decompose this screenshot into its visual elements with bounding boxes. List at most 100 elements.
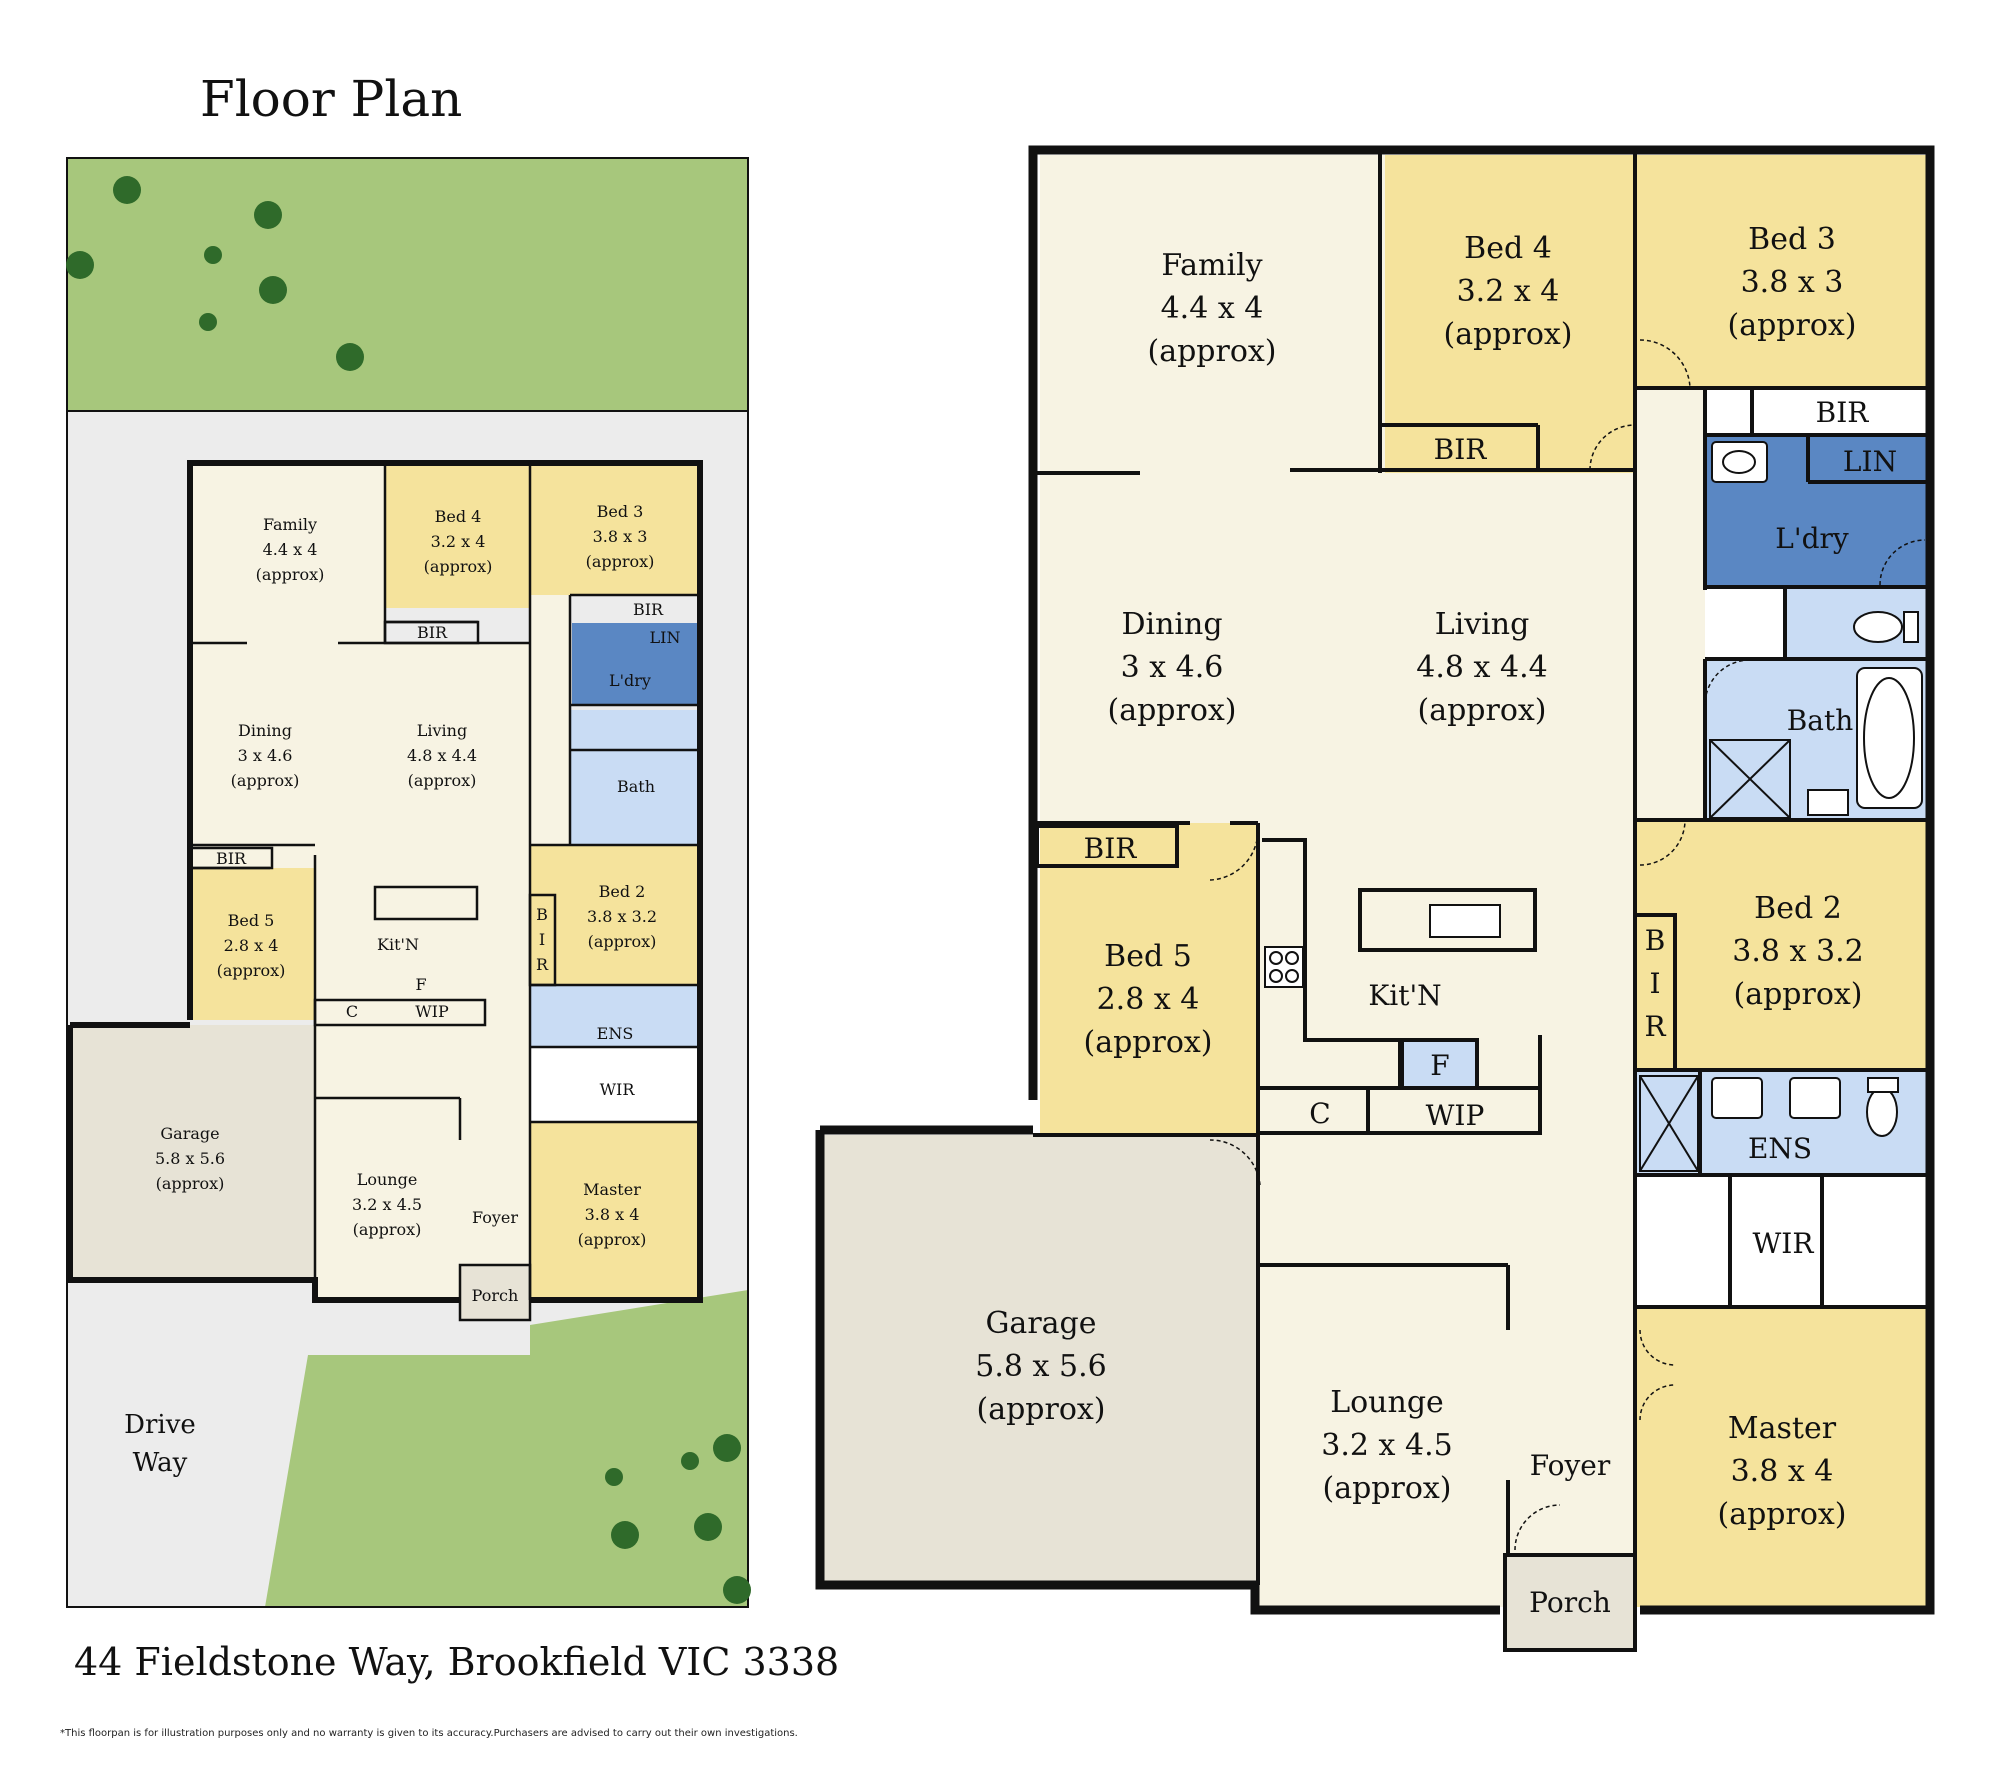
site-lounge-note: (approx) <box>353 1220 422 1239</box>
bed3-note: (approx) <box>1727 308 1856 343</box>
site-dining-note: (approx) <box>231 771 300 790</box>
door-swing-icon <box>1209 339 1926 1551</box>
bed5-dims: 2.8 x 4 <box>1097 982 1200 1017</box>
bir-bed3 <box>1705 390 1930 435</box>
ensuite-label: ENS <box>1748 1132 1812 1165</box>
site-fridge: F <box>415 975 426 994</box>
site-garage-name: Garage <box>160 1124 219 1143</box>
site-lounge-dims: 3.2 x 4.5 <box>352 1195 422 1214</box>
site-ensuite: ENS <box>597 1024 634 1043</box>
site-porch: Porch <box>472 1286 519 1305</box>
wip-label: WIP <box>1426 1099 1485 1132</box>
site-living-dims: 4.8 x 4.4 <box>407 746 477 765</box>
garage-note: (approx) <box>976 1392 1105 1427</box>
site-living-note: (approx) <box>408 771 477 790</box>
site-bir-vertical-r: R <box>536 955 549 974</box>
bed5-room <box>1040 823 1258 1135</box>
laundry-label: L'dry <box>1775 522 1849 555</box>
site-bath: Bath <box>617 777 655 796</box>
property-address: 44 Fieldstone Way, Brookfield VIC 3338 <box>74 1640 840 1684</box>
garage-room <box>820 1135 1258 1583</box>
bed3-dims: 3.8 x 3 <box>1741 265 1844 300</box>
bed3-room <box>1635 155 1930 390</box>
page-title: Floor Plan <box>200 70 463 128</box>
bed2-name: Bed 2 <box>1754 891 1842 926</box>
bed3-name: Bed 3 <box>1748 222 1836 257</box>
tree-icon <box>66 176 751 1604</box>
site-wir: WIR <box>600 1080 636 1099</box>
site-bir-bed3: BIR <box>633 600 664 619</box>
garage-name: Garage <box>985 1306 1096 1341</box>
bir-bed5-label: BIR <box>1084 832 1138 865</box>
dining-note: (approx) <box>1107 693 1236 728</box>
site-wip: WIP <box>415 1002 449 1021</box>
site-dining-dims: 3 x 4.6 <box>238 746 293 765</box>
site-master-dims: 3.8 x 4 <box>585 1205 640 1224</box>
site-lin: LIN <box>650 628 681 647</box>
site-cupboard: C <box>346 1002 358 1021</box>
bed2-note: (approx) <box>1733 977 1862 1012</box>
site-bed5-note: (approx) <box>217 961 286 980</box>
family-note: (approx) <box>1147 334 1276 369</box>
wir-room <box>1635 1175 1930 1307</box>
site-foyer: Foyer <box>472 1208 518 1227</box>
wir-label: WIR <box>1753 1227 1815 1260</box>
sink-icon <box>1429 441 1849 1119</box>
site-bir-bed4: BIR <box>417 623 448 642</box>
master-name: Master <box>1728 1411 1837 1446</box>
porch-area <box>1505 1555 1635 1650</box>
toilet-icon <box>1853 611 1919 1137</box>
lin-label: LIN <box>1843 445 1897 478</box>
bathtub-icon <box>1856 667 1923 809</box>
dining-living <box>1040 473 1635 823</box>
bed5-name: Bed 5 <box>1104 939 1192 974</box>
site-bed4-name: Bed 4 <box>435 507 482 526</box>
site-bed2-dims: 3.8 x 3.2 <box>587 907 657 926</box>
bath-label: Bath <box>1787 704 1854 737</box>
bir-bed3-label: BIR <box>1816 396 1870 429</box>
site-bed5-name: Bed 5 <box>228 911 275 930</box>
living-name: Living <box>1435 607 1530 642</box>
site-laundry: L'dry <box>609 671 651 690</box>
living-dims: 4.8 x 4.4 <box>1416 650 1547 685</box>
master-room <box>1635 1307 1930 1607</box>
site-garage-dims: 5.8 x 5.6 <box>155 1149 225 1168</box>
dining-name: Dining <box>1121 607 1222 642</box>
site-bed2-note: (approx) <box>588 932 657 951</box>
site-family-dims: 4.4 x 4 <box>263 540 318 559</box>
site-bed5-dims: 2.8 x 4 <box>224 936 279 955</box>
site-bir-vertical-b: B <box>536 905 548 924</box>
master-dims: 3.8 x 4 <box>1731 1454 1834 1489</box>
site-dining-name: Dining <box>238 721 292 740</box>
site-bed3-note: (approx) <box>586 552 655 571</box>
site-bed3-dims: 3.8 x 3 <box>593 527 648 546</box>
site-kitchen: Kit'N <box>377 935 419 954</box>
bed4-name: Bed 4 <box>1464 231 1552 266</box>
family-room <box>1040 155 1385 473</box>
shower-icon <box>1639 739 1791 1172</box>
hall <box>1635 390 1705 820</box>
site-bir-vertical-i: I <box>539 930 545 949</box>
porch-label: Porch <box>1529 1586 1611 1619</box>
disclaimer: *This floorpan is for illustration purpo… <box>60 1728 798 1739</box>
site-bir-bed5: BIR <box>216 849 247 868</box>
garage-dims: 5.8 x 5.6 <box>975 1349 1106 1384</box>
site-bed4-dims: 3.2 x 4 <box>431 532 486 551</box>
kitchen-label: Kit'N <box>1368 979 1441 1012</box>
bir-bed4-label: BIR <box>1434 433 1488 466</box>
foyer-label: Foyer <box>1530 1449 1611 1482</box>
lounge-note: (approx) <box>1322 1471 1451 1506</box>
bir-vertical-r: R <box>1644 1010 1666 1043</box>
bir-vertical-b: B <box>1645 924 1666 957</box>
site-family-note: (approx) <box>256 565 325 584</box>
lounge-dims: 3.2 x 4.5 <box>1321 1428 1452 1463</box>
site-master-note: (approx) <box>578 1230 647 1249</box>
bed4-dims: 3.2 x 4 <box>1457 274 1560 309</box>
cupboard-label: C <box>1309 1097 1330 1130</box>
bed5-note: (approx) <box>1083 1025 1212 1060</box>
back-lawn <box>66 157 749 412</box>
master-note: (approx) <box>1717 1497 1846 1532</box>
living-note: (approx) <box>1417 693 1546 728</box>
